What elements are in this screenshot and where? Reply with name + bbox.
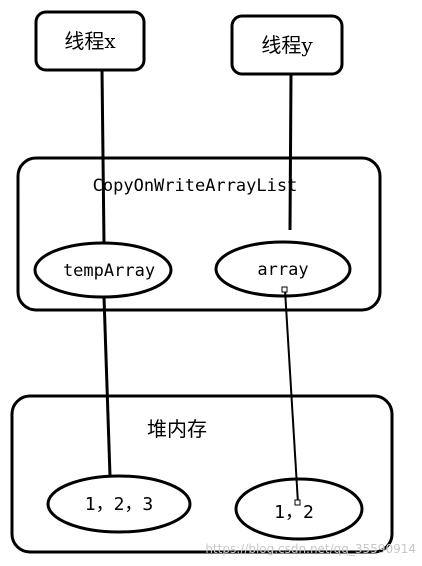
old-array-ellipse [46,474,192,534]
thread-x-node: 线程x [34,10,146,72]
temp-array-to-old-array-line [102,296,112,477]
watermark-text: https://blog.csdn.net/qq_35590914 [205,542,416,556]
new-array-anchor-square [294,499,301,506]
array-to-new-array-line [284,289,299,504]
thread-y-label: 线程y [261,33,313,57]
thread-x-label: 线程x [64,29,116,53]
temp-array-node: tempArray [33,241,173,299]
thread-y-node: 线程y [230,14,344,76]
thread-x-box [34,10,146,72]
array-node: array [214,240,352,298]
thread-y-box [230,14,344,76]
old-array-node: 1，2，3 [46,474,192,534]
new-array-label: 1，2 [274,502,314,523]
list-title: CopyOnWriteArrayList [93,176,298,196]
heap-title: 堆内存 [147,417,207,441]
array-anchor-square [281,286,288,293]
thread-y-to-array-line [288,73,293,231]
array-label: array [257,260,308,280]
new-array-node: 1，2 [234,477,364,541]
old-array-label: 1，2，3 [85,494,154,515]
thread-x-to-temp-array-line [100,69,106,244]
temp-array-label: tempArray [63,261,155,281]
new-array-ellipse [234,477,364,541]
array-ellipse [214,240,352,298]
